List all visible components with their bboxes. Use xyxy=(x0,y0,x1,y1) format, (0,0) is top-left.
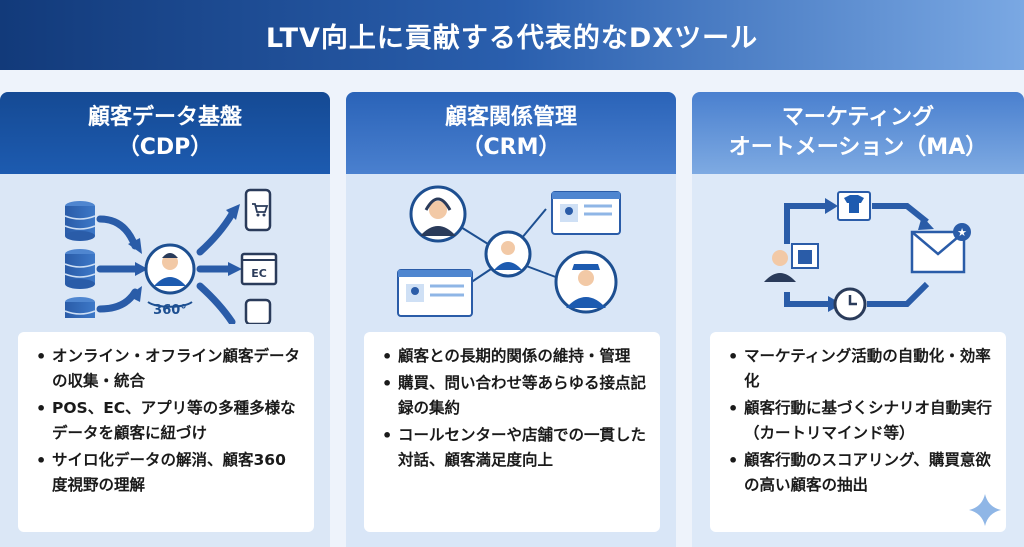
database-icon xyxy=(64,201,96,241)
column-header-cdp: 顧客データ基盤 （CDP） xyxy=(0,92,330,174)
label-ec: EC xyxy=(251,267,267,280)
browser-icon xyxy=(551,191,621,235)
list-item: オンライン・オフライン顧客データの収集・統合 xyxy=(34,344,300,394)
column-subtitle: （CDP） xyxy=(117,135,213,160)
sparkle-icon xyxy=(969,494,1001,526)
ma-illustration: ★ xyxy=(764,191,971,321)
svg-text:★: ★ xyxy=(957,226,967,239)
cdp-feature-card: オンライン・オフライン顧客データの収集・統合 POS、EC、アプリ等の多種多様な… xyxy=(18,332,314,532)
column-cdp: 顧客データ基盤 （CDP） xyxy=(0,92,330,547)
list-item: マーケティング活動の自動化・効率化 xyxy=(726,344,992,394)
list-item: コールセンターや店舗での一貫した対話、顧客満足度向上 xyxy=(380,423,646,473)
person-icon xyxy=(764,250,796,282)
column-title: マーケティング xyxy=(781,105,935,130)
column-crm: 顧客関係管理 （CRM） xyxy=(346,92,676,547)
list-item: 購買、問い合わせ等あらゆる接点記録の集約 xyxy=(380,371,646,421)
ma-feature-card: マーケティング活動の自動化・効率化 顧客行動に基づくシナリオ自動実行（カートリマ… xyxy=(710,332,1006,532)
cart-icon xyxy=(244,188,272,232)
column-ma: マーケティング オートメーション（MA） xyxy=(692,92,1024,547)
clock-icon xyxy=(833,287,867,321)
cdp-illustration: 360° EC xyxy=(64,188,278,324)
title-banner: LTV向上に貢献する代表的なDXツール xyxy=(0,0,1024,70)
list-item: 顧客との長期的関係の維持・管理 xyxy=(380,344,646,369)
person-icon xyxy=(144,243,196,295)
shopping-bag-icon xyxy=(791,243,819,269)
crm-illustration xyxy=(397,185,621,317)
column-subtitle: （CRM） xyxy=(461,135,561,160)
phone-icon xyxy=(244,298,272,324)
headset-agent-icon xyxy=(409,185,467,243)
person-icon xyxy=(484,230,532,278)
label-360: 360° xyxy=(153,303,187,318)
tshirt-icon xyxy=(837,191,871,221)
store-staff-icon xyxy=(554,250,618,314)
column-subtitle: オートメーション（MA） xyxy=(728,135,988,160)
database-icon xyxy=(64,249,96,289)
page-title: LTV向上に貢献する代表的なDXツール xyxy=(265,22,759,54)
browser-icon xyxy=(397,269,473,317)
crm-feature-card: 顧客との長期的関係の維持・管理 購買、問い合わせ等あらゆる接点記録の集約 コール… xyxy=(364,332,660,532)
column-title: 顧客データ基盤 xyxy=(87,105,242,130)
browser-icon: EC xyxy=(240,252,278,286)
database-icon xyxy=(64,297,96,318)
column-title: 顧客関係管理 xyxy=(444,105,577,130)
column-header-ma: マーケティング オートメーション（MA） xyxy=(692,92,1024,174)
list-item: 顧客行動に基づくシナリオ自動実行（カートリマインド等） xyxy=(726,396,992,446)
list-item: サイロ化データの解消、顧客360度視野の理解 xyxy=(34,448,300,498)
list-item: 顧客行動のスコアリング、購買意欲の高い顧客の抽出 xyxy=(726,448,992,498)
column-header-crm: 顧客関係管理 （CRM） xyxy=(346,92,676,174)
email-icon: ★ xyxy=(910,223,971,274)
list-item: POS、EC、アプリ等の多種多様なデータを顧客に紐づけ xyxy=(34,396,300,446)
